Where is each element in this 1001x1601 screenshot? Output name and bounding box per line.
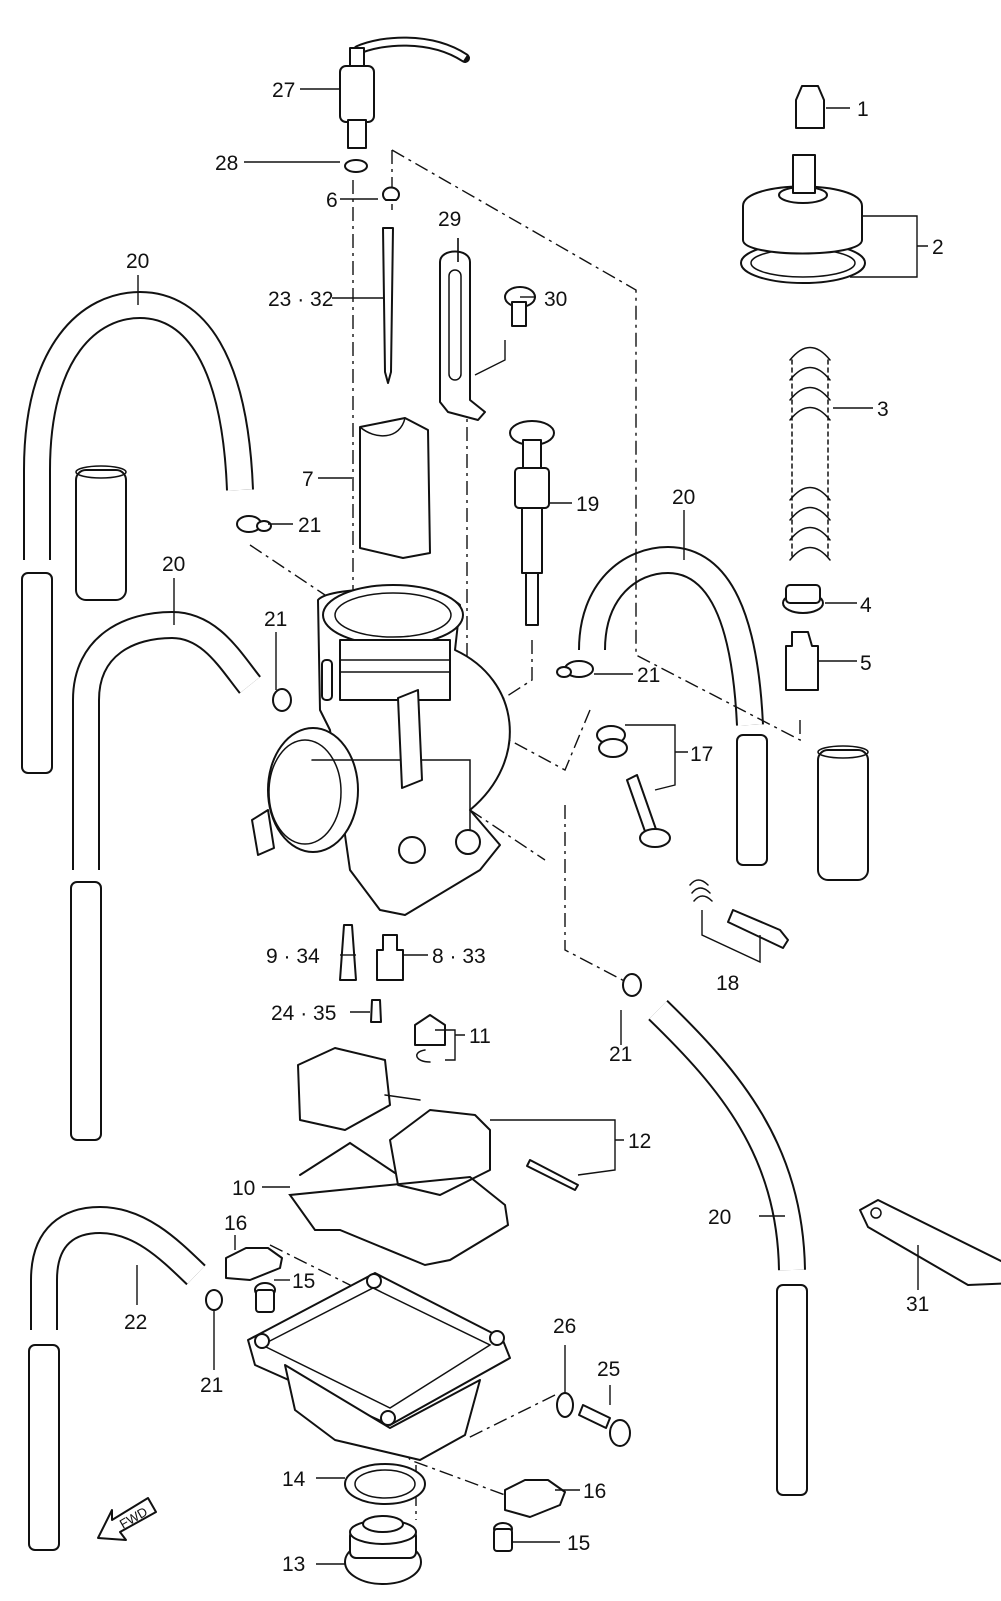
hose-20-right-upper (578, 545, 768, 866)
label-part-21-a: 21 (298, 514, 321, 537)
drain-screw-25 (578, 1404, 631, 1447)
filter-cylinder-left (75, 469, 127, 601)
label-part-29: 29 (438, 208, 461, 231)
screw-30 (504, 286, 536, 327)
clamp-21-a (236, 515, 272, 533)
screw-15-upper (254, 1282, 276, 1313)
bracket-31 (859, 1199, 1001, 1286)
label-part-23-32: 23 · 32 (268, 288, 333, 311)
label-part-21-d: 21 (609, 1043, 632, 1066)
label-part-13: 13 (282, 1553, 305, 1576)
label-part-21-b: 21 (264, 608, 287, 631)
label-part-7: 7 (302, 468, 314, 491)
drain-plug-13 (344, 1515, 422, 1585)
leader-lines (136, 88, 928, 1565)
label-part-26: 26 (553, 1315, 576, 1338)
pilot-jet-24 (370, 999, 382, 1023)
label-part-20-b: 20 (162, 553, 185, 576)
label-part-5: 5 (860, 652, 872, 675)
hose-20-left-middle (70, 610, 261, 1141)
float-bowl (247, 1272, 511, 1461)
label-part-3: 3 (877, 398, 889, 421)
label-part-20-a: 20 (126, 250, 149, 273)
label-part-6: 6 (326, 189, 338, 212)
starter-plunger-19 (509, 420, 555, 626)
label-part-20-d: 20 (708, 1206, 731, 1229)
stop-screw-18 (689, 879, 789, 949)
throttle-valve-7 (359, 417, 431, 559)
float-valve-11 (414, 1014, 446, 1063)
label-part-19: 19 (576, 493, 599, 516)
label-part-21-e: 21 (200, 1374, 223, 1397)
label-part-17: 17 (690, 743, 713, 766)
needle-jet-8 (376, 934, 404, 981)
spring-3 (789, 346, 831, 561)
gasket-10 (288, 1141, 510, 1267)
top-cap-2 (740, 154, 866, 284)
o-ring-28 (344, 159, 368, 173)
carburetor-body (251, 584, 511, 916)
clip-6 (382, 186, 400, 201)
label-part-15-lower: 15 (567, 1532, 590, 1555)
forward-arrow-icon: FWD (97, 1497, 157, 1541)
label-part-31: 31 (906, 1293, 929, 1316)
bracket-16-lower (504, 1479, 566, 1518)
clamp-21-d (622, 973, 642, 997)
hose-20-right-lower (648, 999, 808, 1496)
clamp-21-e (205, 1289, 223, 1311)
hose-20-left-upper (21, 290, 254, 774)
label-part-16-upper: 16 (224, 1212, 247, 1235)
screw-15-lower (493, 1522, 513, 1552)
cable-adjuster-27 (339, 36, 470, 149)
label-part-28: 28 (215, 152, 238, 175)
label-part-14: 14 (282, 1468, 306, 1491)
label-part-27: 27 (272, 79, 295, 102)
label-part-30: 30 (544, 288, 567, 311)
label-part-9-34: 9 · 34 (266, 945, 320, 968)
label-part-1: 1 (857, 98, 869, 121)
plate-29 (439, 250, 486, 421)
washer-4 (782, 584, 824, 614)
label-part-22: 22 (124, 1311, 147, 1334)
label-part-25: 25 (597, 1358, 620, 1381)
bracket-16-upper (225, 1247, 283, 1281)
main-jet-9 (339, 924, 357, 981)
float-12 (297, 1047, 579, 1196)
label-part-8-33: 8 · 33 (432, 945, 486, 968)
label-part-4: 4 (860, 594, 872, 617)
label-part-12: 12 (628, 1130, 651, 1153)
cap-1 (795, 85, 825, 129)
label-part-24-35: 24 · 35 (271, 1002, 336, 1025)
label-part-18: 18 (716, 972, 739, 995)
label-part-2: 2 (932, 236, 944, 259)
label-part-15-upper: 15 (292, 1270, 315, 1293)
adjuster-5 (785, 631, 819, 691)
clamp-21-b (272, 688, 292, 712)
air-screw-17 (596, 725, 671, 848)
label-part-11: 11 (469, 1025, 491, 1048)
clamp-21-c (556, 660, 594, 678)
hose-22 (28, 1205, 206, 1551)
label-part-10: 10 (232, 1177, 255, 1200)
label-part-16-lower: 16 (583, 1480, 606, 1503)
filter-cylinder-right (817, 749, 869, 881)
jet-needle-23 (382, 227, 394, 384)
o-ring-26 (556, 1392, 574, 1418)
label-part-21-c: 21 (637, 664, 660, 687)
label-part-20-c: 20 (672, 486, 695, 509)
